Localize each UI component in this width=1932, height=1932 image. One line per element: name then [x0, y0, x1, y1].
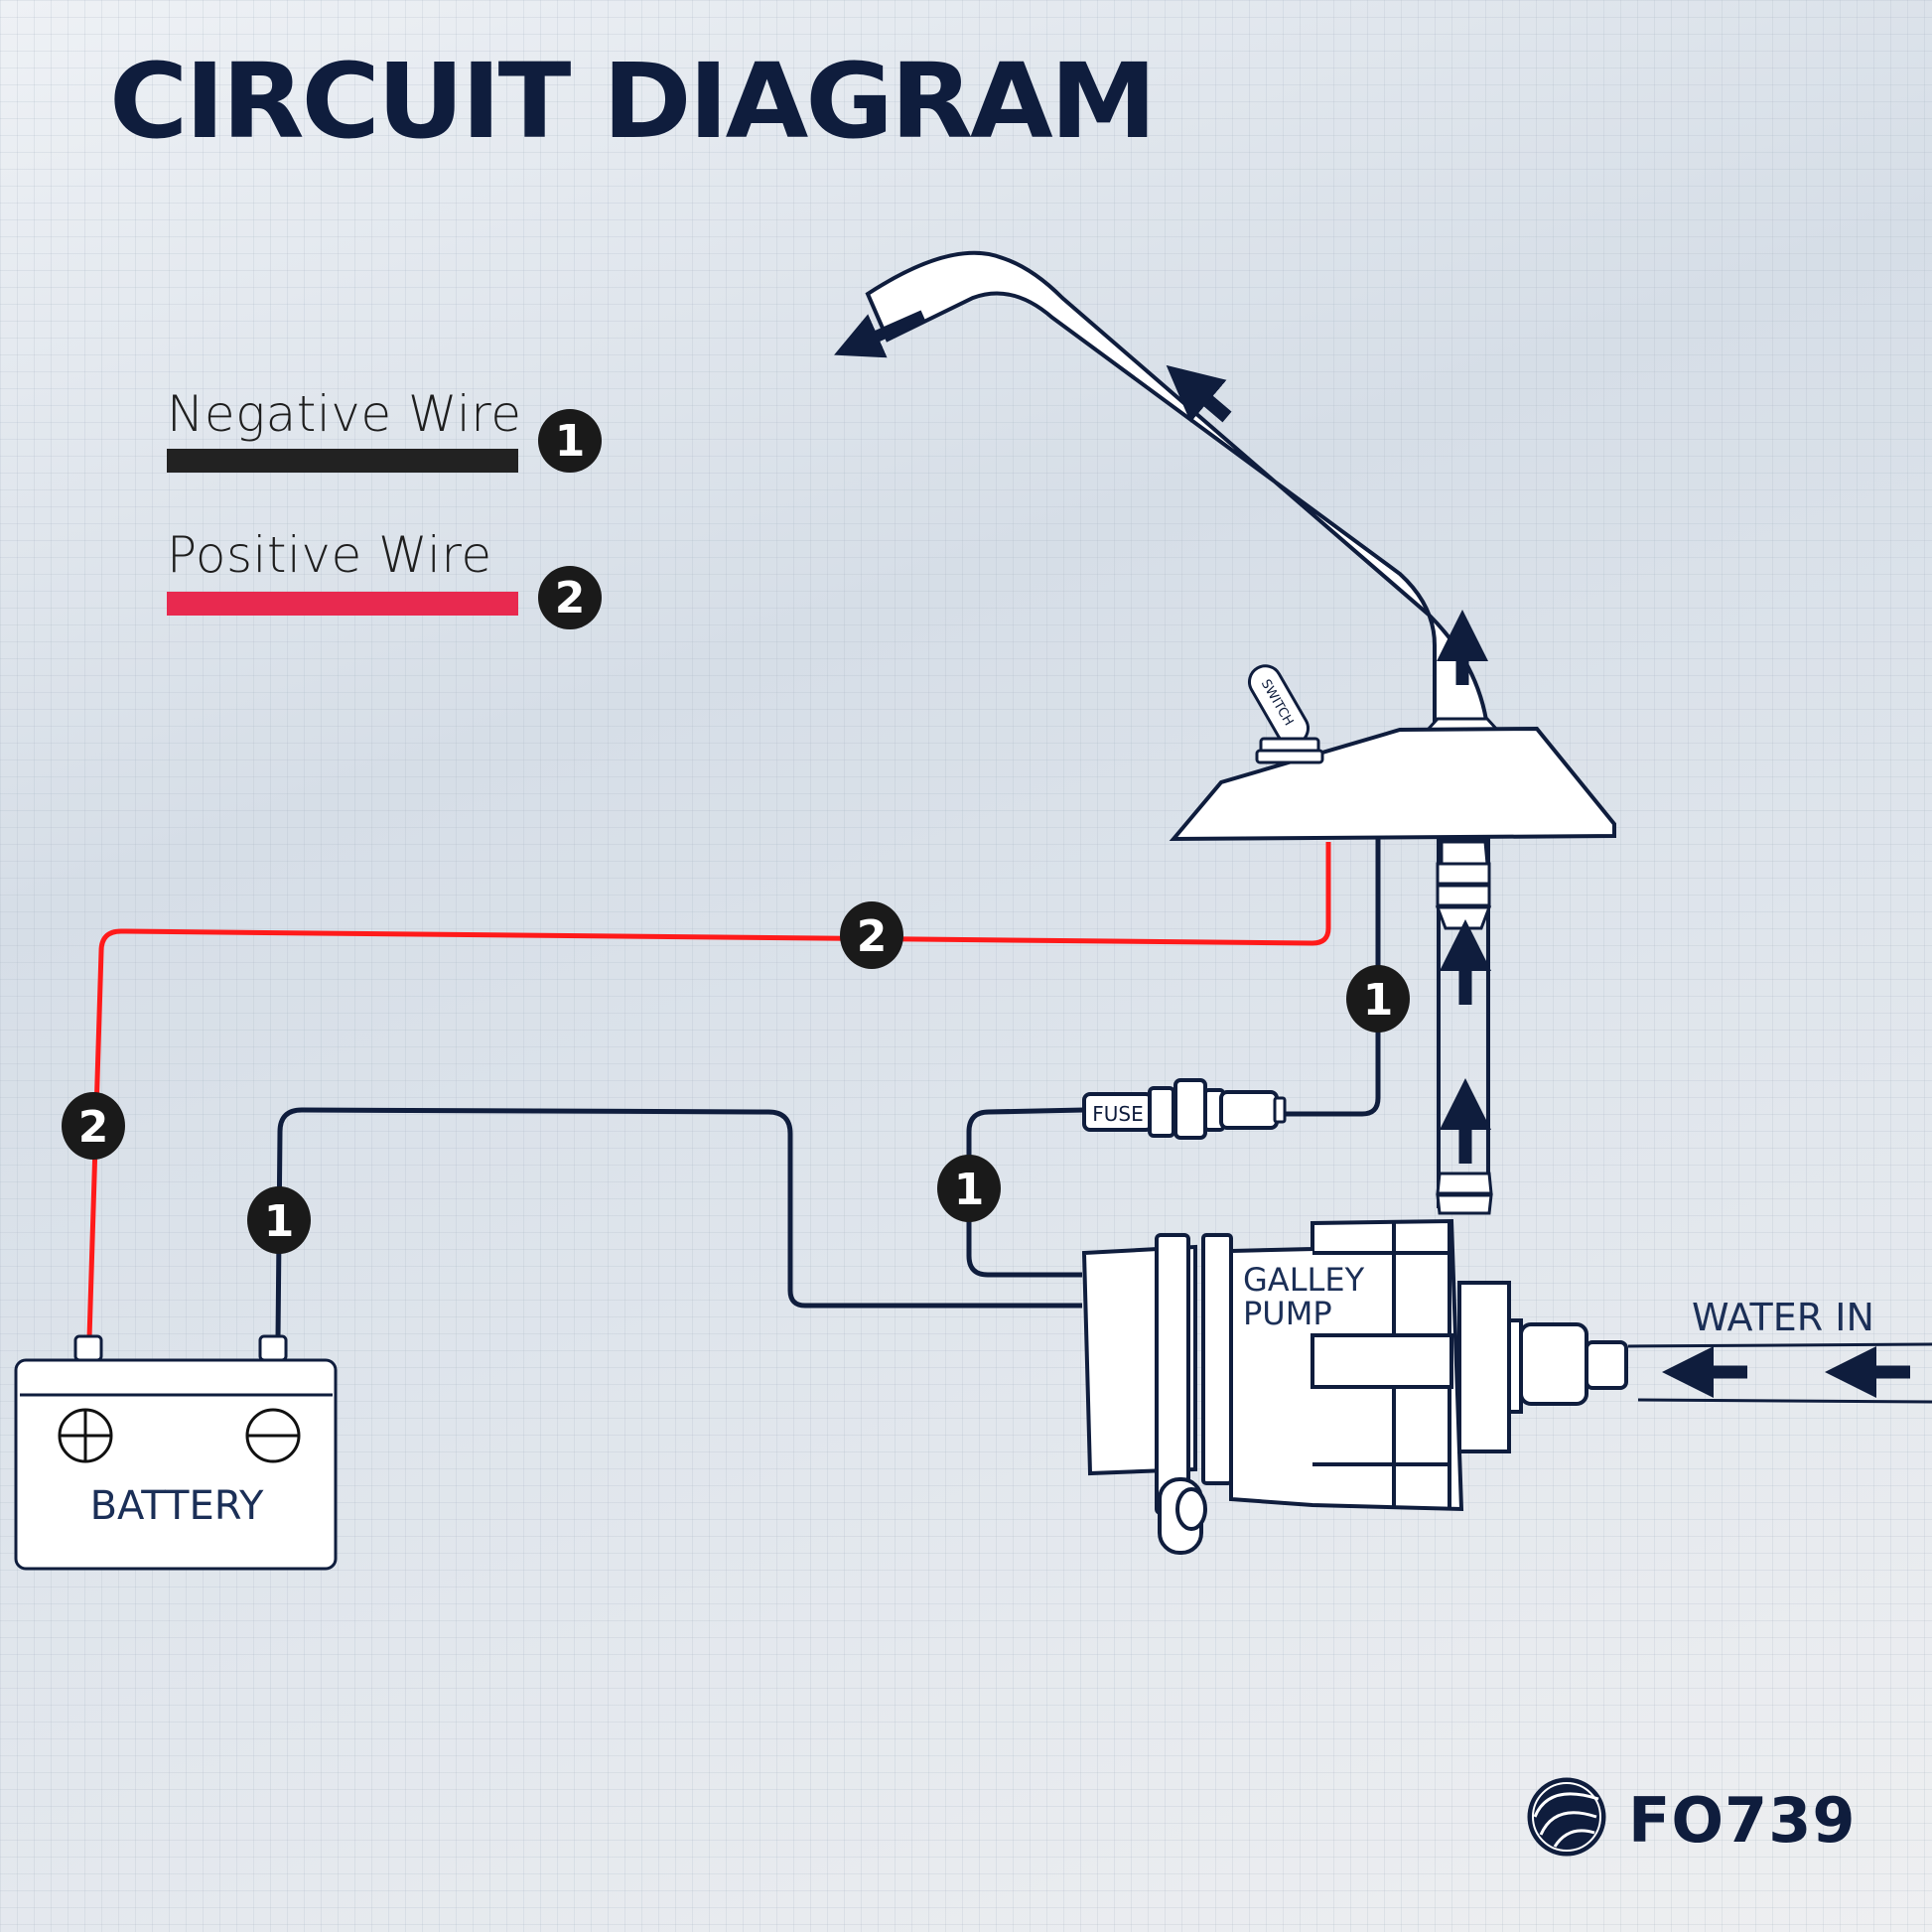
water-out-arrow-icon [834, 310, 926, 358]
legend-badge-positive: 2 [538, 566, 602, 629]
battery: BATTERY [14, 1334, 338, 1571]
marker-negative-battery: 1 [247, 1186, 311, 1254]
svg-text:2: 2 [78, 1102, 109, 1153]
legend-label-negative: Negative Wire [167, 385, 522, 443]
product-code: FO739 [1628, 1784, 1857, 1857]
svg-text:1: 1 [264, 1196, 295, 1247]
wave-logo-icon [1527, 1777, 1606, 1857]
battery-positive-post [73, 1334, 103, 1362]
marker-negative-fuse-side: 1 [937, 1155, 1001, 1222]
pump-label-line1: GALLEY [1243, 1261, 1365, 1299]
page-title: CIRCUIT DIAGRAM [109, 41, 1157, 162]
negative-wire-battery-pump [275, 1107, 1082, 1339]
mounting-hole [1175, 1487, 1207, 1531]
legend-bar-negative [167, 449, 518, 473]
water-in-label: WATER IN [1692, 1296, 1874, 1339]
marker-negative-faucet: 1 [1346, 965, 1410, 1033]
toggle-switch: SWITCH [1248, 664, 1310, 747]
negative-wire-fuse-faucet [1281, 839, 1381, 1117]
positive-wire [86, 842, 1331, 1339]
plus-terminal-icon [58, 1408, 113, 1463]
battery-label: BATTERY [90, 1483, 264, 1529]
svg-text:1: 1 [1363, 975, 1394, 1026]
legend-badge-negative: 1 [538, 409, 602, 473]
faucet-base [1169, 726, 1616, 842]
faucet: SWITCH [834, 250, 1616, 842]
galley-pump: GALLEY PUMP [1081, 1218, 1628, 1555]
svg-text:1: 1 [954, 1165, 985, 1215]
fuse-label: FUSE [1092, 1102, 1143, 1126]
faucet-spout [865, 250, 1491, 756]
pump-label-line2: PUMP [1243, 1295, 1332, 1332]
fuse-holder: FUSE [1082, 1078, 1287, 1140]
outlet-hose [1435, 837, 1493, 1215]
svg-text:2: 2 [857, 911, 888, 962]
marker-positive-top: 2 [840, 901, 903, 969]
battery-negative-post [258, 1334, 288, 1362]
marker-positive-left: 2 [62, 1092, 125, 1160]
minus-terminal-icon [245, 1408, 301, 1463]
legend-bar-positive [167, 592, 518, 616]
water-inlet: WATER IN [1627, 1296, 1932, 1404]
legend-label-positive: Positive Wire [167, 526, 492, 584]
flow-arrow-icon [1166, 364, 1232, 423]
